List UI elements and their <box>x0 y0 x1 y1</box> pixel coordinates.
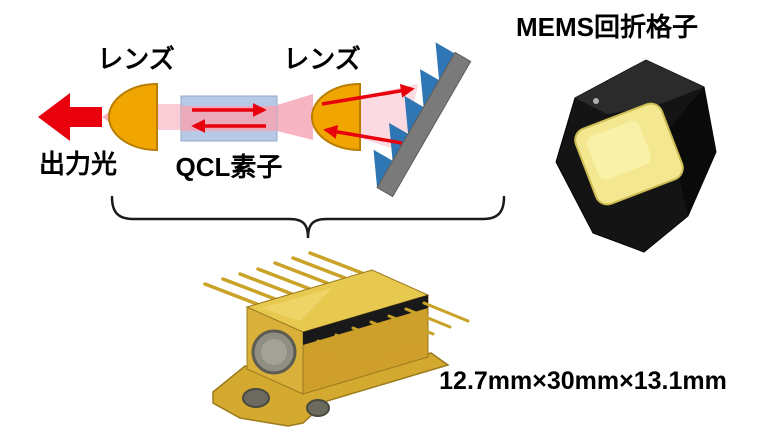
grating-tooth <box>373 149 393 188</box>
label-mems-grating: MEMS回折格子 <box>516 12 698 42</box>
mems-glint <box>593 98 599 104</box>
module-top-highlight <box>262 288 332 321</box>
laser-schematic <box>38 42 472 198</box>
pin <box>316 339 364 361</box>
grating-tooth <box>420 69 440 108</box>
output-light-arrow <box>38 93 102 141</box>
pin <box>422 301 470 323</box>
grating-tooth <box>404 96 424 134</box>
mems-mirror <box>574 102 684 206</box>
mems-top-facet <box>575 60 704 114</box>
module-seal-strip <box>303 295 428 345</box>
flange-hole <box>306 399 330 417</box>
mems-grating-schematic <box>373 42 472 198</box>
pin <box>291 256 347 280</box>
label-module-dimensions: 12.7mm×30mm×13.1mm <box>439 367 727 395</box>
grouping-brace <box>110 195 506 239</box>
pin <box>387 314 435 336</box>
module-window-inner <box>261 339 287 365</box>
module-pins-left <box>203 251 364 306</box>
flange-hole <box>242 388 270 408</box>
pin <box>256 267 312 291</box>
module-pins-right <box>316 301 470 361</box>
pin <box>273 261 329 285</box>
grating-arrow-backward <box>323 124 403 145</box>
pin <box>203 282 259 306</box>
mems-mirror-highlight <box>586 121 652 180</box>
label-lens-left: レンズ <box>97 44 174 74</box>
mems-grating-photo <box>555 59 717 253</box>
pin <box>351 326 399 348</box>
pin <box>221 277 277 301</box>
pin <box>404 307 452 329</box>
grating-tooth <box>435 42 455 81</box>
pin <box>369 320 417 342</box>
pin <box>308 251 364 275</box>
label-output-light: 出力光 <box>39 149 117 179</box>
label-qcl-chip: QCL素子 <box>176 152 283 182</box>
mems-right-facet <box>668 87 716 216</box>
pin <box>334 333 382 355</box>
beam-qcl-to-lens2 <box>277 94 313 140</box>
qcl-module-photo <box>203 251 470 427</box>
lens-left <box>108 82 158 152</box>
grating-bar <box>376 51 472 198</box>
pin <box>238 272 294 296</box>
lens-right <box>311 82 361 152</box>
label-lens-right: レンズ <box>283 44 360 74</box>
grating-arrow-forward <box>321 83 415 106</box>
